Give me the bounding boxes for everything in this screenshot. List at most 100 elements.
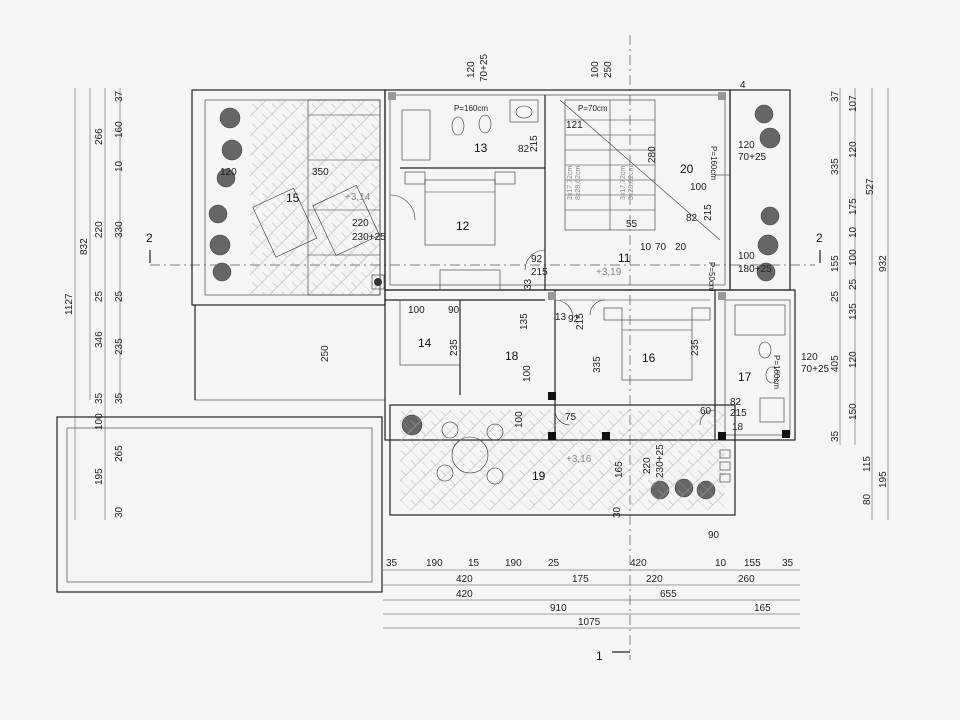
dim-b4: 165 [754,603,771,614]
inner-dimension-label: 13 [555,312,567,323]
right-dimensions: 37 335 155 25 405 35 115 80 107 120 175 … [830,90,889,505]
inner-dimension-label: 100 [514,411,525,428]
inner-dimension-label: 33 [523,278,534,290]
room-label-18: 18 [505,349,519,363]
dim-l2: 160 [114,121,125,138]
inner-dimension-label: 82 [518,144,530,155]
stair-note: 3x28,62cm [628,166,635,200]
bed-16 [603,307,711,381]
inner-dimension-label: 60 [700,406,712,417]
dim-top: 4 [740,80,746,91]
section-mark-right: 2 [816,231,823,245]
window-note: P=160cm [709,146,718,180]
room-label-11: 11 [618,251,631,265]
dim-extra: 90 [708,530,720,541]
room-label-12: 12 [456,219,470,233]
dim-r1: 37 [830,90,841,102]
inner-dimension-label: 18 [732,422,744,433]
left-dimensions: 1127 832 266 220 25 346 35 100 265 195 3… [64,90,331,518]
dim-r2: 120 [848,351,859,368]
dim-l1: 100 [94,413,105,430]
terrace-19 [389,392,790,516]
level-mark: +3,14 [345,192,371,203]
door-swings [389,194,716,426]
inner-dimension-label: 165 [614,461,625,478]
bathroom-13-fixtures [401,99,539,161]
dim-r1: 25 [830,290,841,302]
inner-dimension-label: 120 [220,167,237,178]
dim-top: 100 [590,61,601,78]
terrace-15 [191,89,386,306]
dim-l2: 10 [114,160,125,172]
dim-l2: 35 [114,392,125,404]
bottom-dimensions: 35 190 15 190 25 420 10 155 35 420 175 2… [386,530,794,628]
inner-dimension-label: 100 [408,305,425,316]
inner-dimension-label: 121 [566,120,583,131]
dim-r2: 100 [848,249,859,266]
dim-l2: 330 [114,221,125,238]
dim-r1: 35 [830,430,841,442]
inner-dimension-label: 180+25 [738,264,772,275]
dim-b4: 910 [550,603,567,614]
dim-l2: 25 [114,290,125,302]
dim-r1: 335 [830,158,841,175]
inner-dimension-label: 220 [642,457,653,474]
dim-l1: 346 [94,331,105,348]
pool-outline [56,416,383,593]
dim-b3: 420 [456,589,473,600]
dim-b3: 655 [660,589,677,600]
dim-r3: 527 [865,178,876,195]
top-dimensions: 120 70+25 100 250 4 [466,53,746,91]
room-14-furniture [399,269,501,366]
room-labels: 11 12 13 14 15 16 17 18 19 20 [286,141,752,483]
dim-l1: 25 [94,290,105,302]
room-label-20: 20 [680,162,694,176]
dim-r2: 150 [848,403,859,420]
bathroom-17-fixtures [734,304,786,423]
inner-dimension-label: 92 [531,254,543,265]
inner-dimension-label: 20 [675,242,687,253]
terrace-boards [194,304,386,401]
dim-b2: 175 [572,574,589,585]
level-marks: +3,19 +3,16 +3,14 [345,192,622,465]
room-label-15: 15 [286,191,300,205]
dim-top: 70+25 [479,53,490,82]
room-label-14: 14 [418,336,432,350]
inner-dimension-label: 220 [352,218,369,229]
dim-l1: 265 [114,445,125,462]
inner-dimension-label: 70+25 [801,364,830,375]
dim-r2: 135 [848,303,859,320]
staircase [559,99,721,241]
section-markers: 2 2 1 [146,231,823,663]
stair-note: 8x28,62cm [575,166,582,200]
dim-l1: 266 [94,128,105,145]
dim-l1: 35 [94,392,105,404]
inner-dimension-label: 235 [690,339,701,356]
inner-dimension-label: 55 [626,219,638,230]
dim-r2: 10 [848,226,859,238]
inner-dimension-label: 215 [575,313,586,330]
axis-lines [150,35,815,660]
inner-dimension-label: 120 [738,140,755,151]
bed-12 [404,171,516,246]
dim-b1: 35 [386,558,398,569]
inner-dimension-label: 92 [568,314,580,325]
dim-b1: 190 [426,558,443,569]
dim-b1: 10 [715,558,727,569]
dim-top: 120 [466,61,477,78]
inner-dimension-label: 82 [686,213,698,224]
dim-l1: 220 [94,221,105,238]
dim-b1: 155 [744,558,761,569]
dim-r1: 115 [862,456,873,472]
dim-l2: 37 [114,90,125,102]
inner-dimension-label: 215 [529,135,540,152]
dim-b2: 420 [456,574,473,585]
inner-dimension-label: 230+25 [655,444,666,478]
stair-notes: 3x17,72cm 8x28,62cm 3x17,72cm 3x28,62cm [567,166,635,200]
inner-dimension-label: 10 [640,242,652,253]
window-note: P=70cm [578,104,608,113]
window-note: P=160cm [772,355,781,389]
dim-l1: 195 [94,468,105,485]
dim-l1: 30 [114,506,125,518]
